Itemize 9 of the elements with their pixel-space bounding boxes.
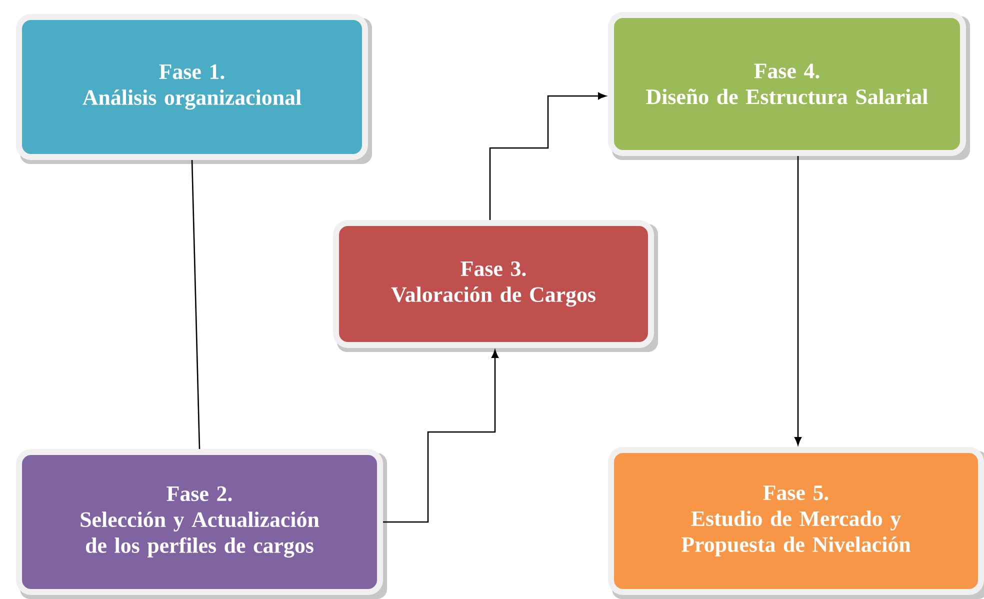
phase-box: Fase 4. Diseño de Estructura Salarial bbox=[608, 12, 970, 160]
connector bbox=[794, 156, 802, 446]
phase-box: Fase 3. Valoración de Cargos bbox=[333, 220, 658, 352]
phase-box: Fase 1. Análisis organizacional bbox=[16, 14, 372, 164]
connector bbox=[489, 92, 606, 220]
connector bbox=[383, 350, 498, 523]
phase-box: Fase 5. Estudio de Mercado y Propuesta de Nivelación bbox=[608, 446, 984, 599]
phase-box: Fase 2. Selección y Actualización de los perfiles de cargos bbox=[16, 448, 387, 599]
connector bbox=[191, 160, 200, 449]
